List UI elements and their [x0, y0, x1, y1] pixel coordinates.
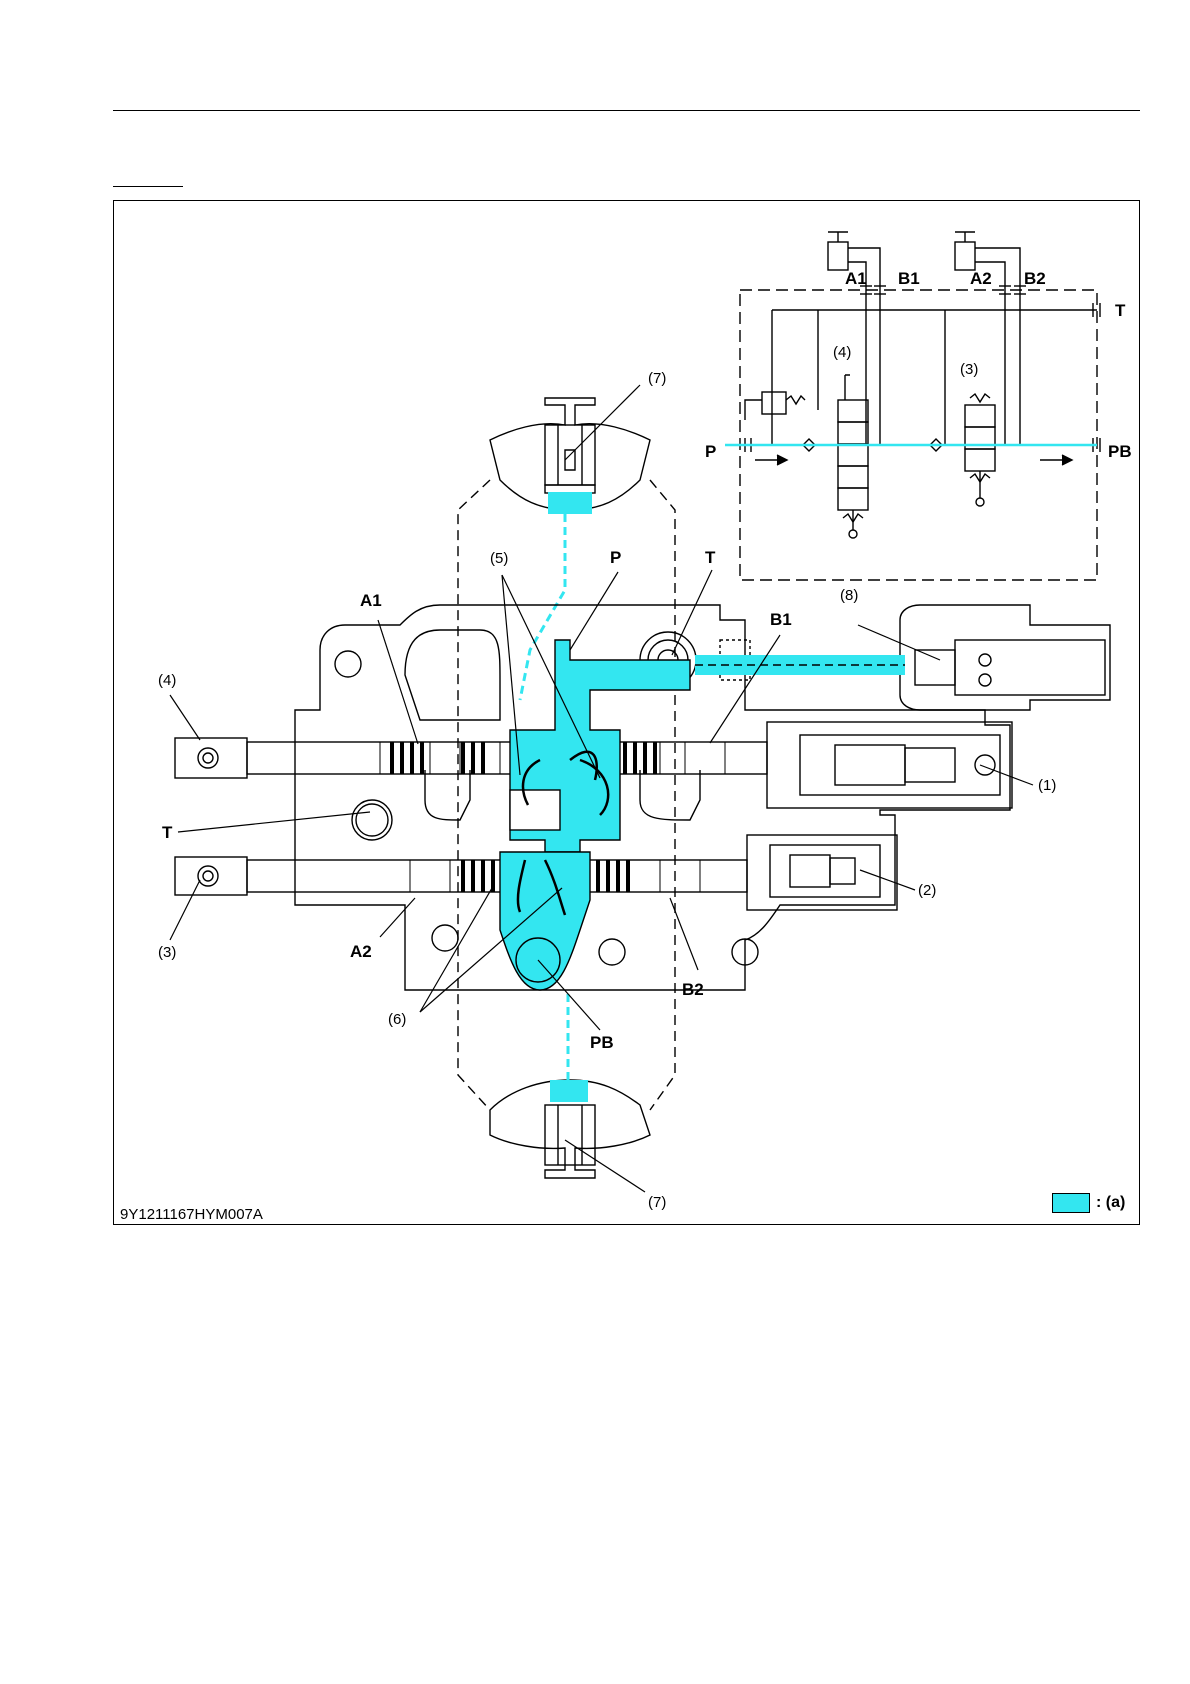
figure-id: 9Y1211167HYM007A [120, 1206, 263, 1223]
left-dashed-outline [458, 480, 490, 1110]
flow-arrow-right [1040, 455, 1072, 465]
relief-valve-8 [900, 605, 1110, 710]
label-a2-schematic: A2 [970, 269, 992, 288]
label-pb-main: PB [590, 1033, 614, 1052]
label-7-top: (7) [648, 370, 666, 387]
label-6: (6) [388, 1011, 406, 1028]
label-pb-schematic: PB [1108, 442, 1132, 461]
legend-swatch [1052, 1193, 1090, 1213]
top-flow-port [548, 492, 592, 514]
bottom-flow-port [550, 1080, 588, 1102]
label-2: (2) [918, 882, 936, 899]
label-5: (5) [490, 550, 508, 567]
label-4-schematic: (4) [833, 344, 851, 361]
relief-valve [762, 392, 786, 414]
spool-3-block-a [965, 405, 995, 427]
label-3-main: (3) [158, 944, 176, 961]
cylinder-2 [955, 242, 975, 270]
label-8: (8) [840, 587, 858, 604]
right-dashed-outline [650, 480, 675, 1110]
label-a1-schematic: A1 [845, 269, 867, 288]
label-t-left: T [162, 823, 173, 842]
label-1: (1) [1038, 777, 1056, 794]
label-b1-main: B1 [770, 610, 792, 629]
label-3-schematic: (3) [960, 361, 978, 378]
spool-4-block-a [838, 400, 868, 422]
cylinder-1 [828, 242, 848, 270]
label-b2-main: B2 [682, 980, 704, 999]
label-t-main: T [705, 548, 716, 567]
label-p-schematic: P [705, 442, 716, 461]
label-p-main: P [610, 548, 621, 567]
label-a1-main: A1 [360, 591, 382, 610]
label-b2-schematic: B2 [1024, 269, 1046, 288]
label-a2-main: A2 [350, 942, 372, 961]
schematic-boundary [740, 290, 1097, 580]
flow-arrow-left [755, 455, 787, 465]
label-b1-schematic: B1 [898, 269, 920, 288]
hydraulic-schematic [740, 232, 1100, 580]
legend-label: : (a) [1096, 1194, 1125, 1212]
label-4-main: (4) [158, 672, 176, 689]
flow-passages [500, 640, 690, 990]
legend: : (a) [1052, 1193, 1125, 1213]
label-7-bottom: (7) [648, 1194, 666, 1211]
label-t-schematic: T [1115, 301, 1126, 320]
